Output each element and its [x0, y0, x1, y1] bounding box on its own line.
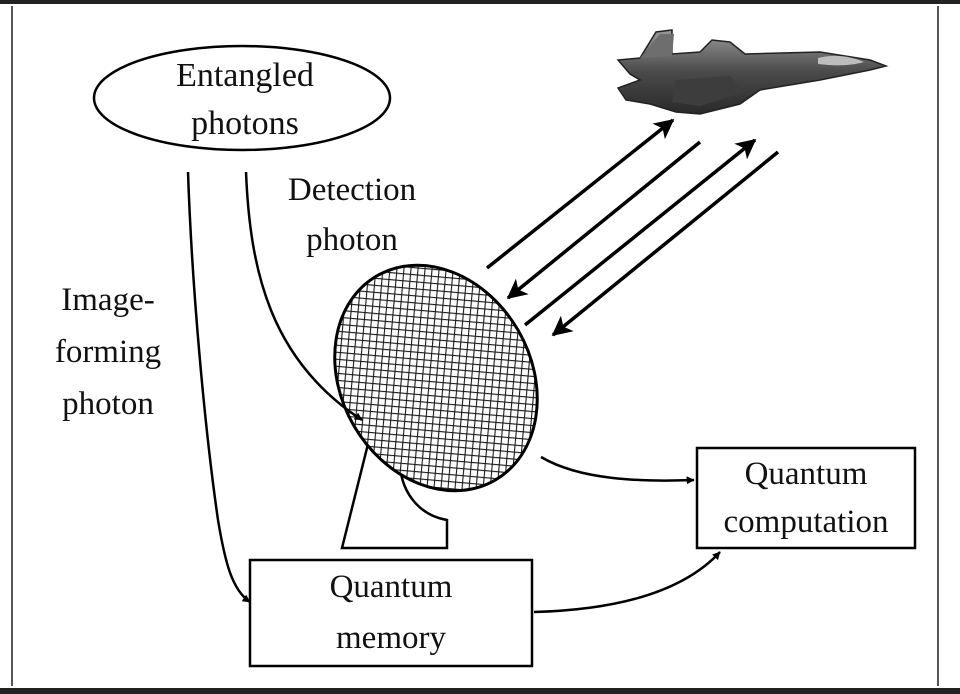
frame-top-border	[0, 0, 960, 4]
jet-aircraft-icon	[616, 29, 889, 115]
entangled-photons-label-2: photons	[191, 105, 299, 142]
quantum-memory-node	[248, 558, 534, 668]
image-forming-photon-label-2: forming	[55, 334, 161, 370]
image-forming-photon-label-3: photon	[62, 386, 154, 422]
quantum-memory-label-1: Quantum	[330, 569, 453, 605]
outgoing-signal-arrow-2	[523, 138, 757, 327]
return-signal-arrow-1	[506, 140, 702, 300]
quantum-computation-label-2: computation	[724, 504, 889, 540]
quantum-computation-label-1: Quantum	[745, 456, 868, 492]
detection-photon-label-2: photon	[306, 222, 398, 258]
memory-to-computation-arrow	[533, 551, 721, 614]
entangled-photons-label-1: Entangled	[176, 57, 314, 94]
radar-dish-icon	[333, 263, 539, 493]
dish-to-computation-arrow	[540, 455, 695, 485]
outgoing-signal-arrow-1	[485, 118, 675, 270]
quantum-computation-node	[695, 446, 917, 550]
image-forming-photon-label-1: Image-	[61, 282, 154, 318]
return-signal-arrow-2	[551, 150, 780, 337]
frame-bottom-border	[0, 688, 960, 694]
image-forming-photon-arrow	[186, 171, 251, 604]
entangled-photons-node	[92, 44, 392, 152]
detection-photon-label-1: Detection	[288, 172, 416, 208]
detection-photon-arrow	[244, 171, 363, 422]
quantum-memory-label-2: memory	[336, 620, 446, 656]
